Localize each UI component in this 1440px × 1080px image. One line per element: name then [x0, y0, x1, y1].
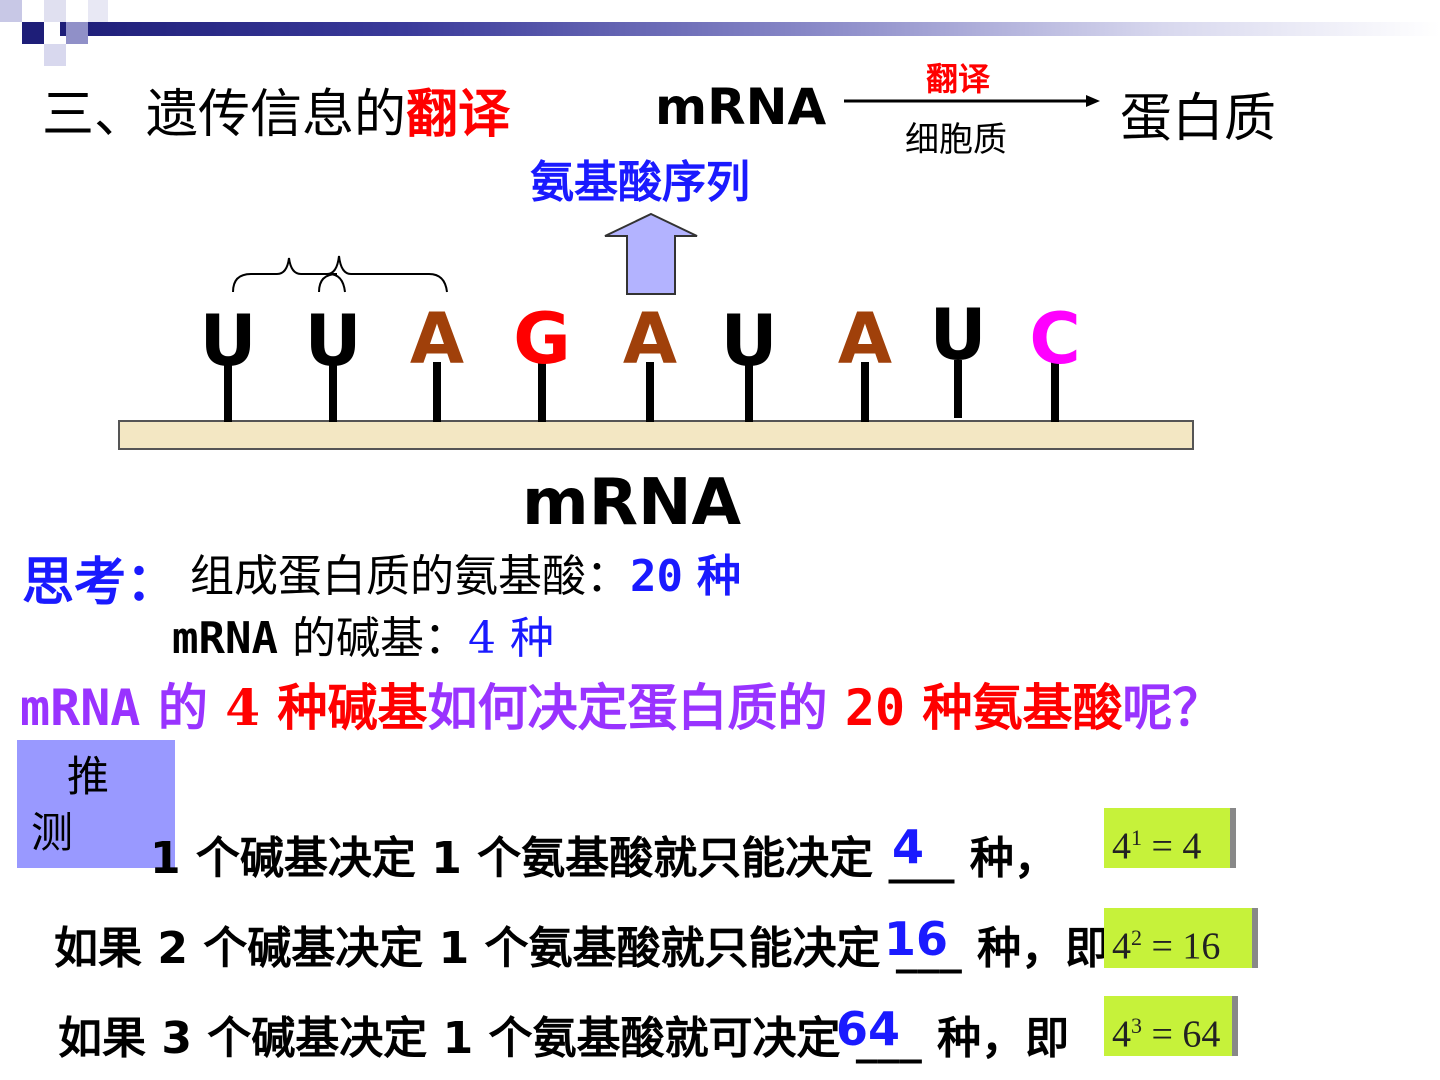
base-letter-a: A — [409, 298, 465, 380]
think-label: 思考： — [22, 552, 179, 613]
inference-line2: 测 — [31, 808, 74, 857]
equation-under-arrow: 细胞质 — [905, 120, 1007, 160]
base-stem — [1051, 362, 1059, 422]
think-line1-count: 20 — [630, 551, 683, 602]
corner-square — [44, 0, 66, 22]
base-stem — [329, 362, 337, 422]
equation-arrow — [844, 95, 1100, 107]
amino-acid-sequence-label: 氨基酸序列 — [530, 157, 750, 208]
row-3-text: 如果 3 个碱基决定 1 个氨基酸就可决定 ___ 种，即 — [58, 1013, 1070, 1064]
equation-mrna: mRNA — [655, 78, 827, 136]
row-2-text: 如果 2 个碱基决定 1 个氨基酸就只能决定 ___ 种，即 — [54, 923, 1110, 974]
q-bases: 种碱基 — [277, 678, 428, 737]
base-stem — [745, 362, 753, 422]
corner-square — [22, 22, 44, 44]
row-1-formula-exp: 1 — [1131, 825, 1142, 850]
row-3-formula-base: 4 — [1112, 1013, 1131, 1056]
q-how: 如何决定蛋白质的 — [427, 678, 828, 737]
q-mrna: mRNA — [20, 679, 141, 737]
base-stem — [433, 362, 441, 422]
up-arrow-icon — [604, 212, 698, 295]
q-four: 4 — [225, 678, 261, 737]
think-line2-unit: 种 — [509, 613, 554, 664]
corner-square — [66, 22, 88, 44]
title-bar-gradient — [60, 22, 1440, 36]
inference-line1: 推 — [67, 752, 110, 801]
mrna-strand — [118, 420, 1194, 450]
row-3-answer: 64 — [836, 1002, 901, 1056]
base-letter-u: U — [304, 300, 362, 382]
think-line-bases: mRNA 的碱基：4 种 — [172, 602, 554, 666]
base-stem — [224, 362, 232, 422]
base-letter-u: U — [199, 300, 257, 382]
q-twenty: 20 — [844, 679, 906, 737]
base-letter-a: A — [622, 298, 678, 380]
think-line1-text: 组成蛋白质的氨基酸： — [190, 551, 630, 602]
q-de: 的 — [157, 678, 208, 737]
base-letter-c: C — [1029, 298, 1081, 380]
q-end: 呢？ — [1122, 678, 1223, 737]
q-amino: 种氨基酸 — [922, 678, 1123, 737]
title-highlight: 翻译 — [406, 84, 511, 145]
base-stem — [954, 360, 962, 418]
think-line2-prefix: mRNA — [172, 613, 278, 664]
think-line2-count: 4 — [467, 613, 496, 664]
row-2-formula-base: 4 — [1112, 925, 1131, 968]
corner-square — [44, 44, 66, 66]
equation-over-arrow: 翻译 — [926, 60, 991, 98]
question: mRNA 的 4 种碱基如何决定蛋白质的 20 种氨基酸呢？ — [20, 668, 1223, 740]
row-2-formula-exp: 2 — [1131, 925, 1142, 950]
row-2-answer: 16 — [884, 912, 949, 966]
brace-left — [232, 257, 346, 293]
brace-right — [318, 255, 448, 293]
row-2-formula: 42 = 16 — [1104, 908, 1258, 968]
row-3-formula-result: = 64 — [1151, 1013, 1221, 1056]
think-line1-unit: 种 — [696, 551, 741, 602]
codon-braces — [232, 255, 448, 293]
think-line2-text: 的碱基： — [291, 613, 468, 664]
base-stem — [646, 362, 654, 422]
base-stem — [538, 362, 546, 422]
inference-box: 推 测 — [17, 740, 175, 868]
row-1-text: 1 个碱基决定 1 个氨基酸就只能决定 ___ 种， — [150, 833, 1058, 884]
slide-title: 三、遗传信息的翻译 — [42, 72, 510, 147]
row-1-formula-result: = 4 — [1151, 825, 1202, 868]
base-letter-u: U — [720, 300, 778, 382]
row-3-formula-exp: 3 — [1131, 1013, 1142, 1038]
row-2-formula-result: = 16 — [1151, 925, 1221, 968]
row-1-answer: 4 — [892, 820, 925, 874]
row-1-formula: 41 = 4 — [1104, 808, 1236, 868]
base-letter-g: G — [513, 298, 571, 380]
base-letter-a: A — [837, 298, 893, 380]
corner-square — [88, 0, 108, 22]
base-stem — [861, 362, 869, 422]
base-letter-u: U — [929, 294, 987, 376]
think-line-amino-acids: 组成蛋白质的氨基酸：20 种 — [190, 540, 741, 604]
equation-protein: 蛋白质 — [1120, 89, 1277, 149]
row-3-formula: 43 = 64 — [1104, 996, 1238, 1056]
title-prefix: 三、遗传信息的 — [42, 85, 407, 145]
row-1-formula-base: 4 — [1112, 825, 1131, 868]
mrna-strand-label: mRNA — [522, 466, 742, 540]
corner-square — [0, 0, 22, 22]
